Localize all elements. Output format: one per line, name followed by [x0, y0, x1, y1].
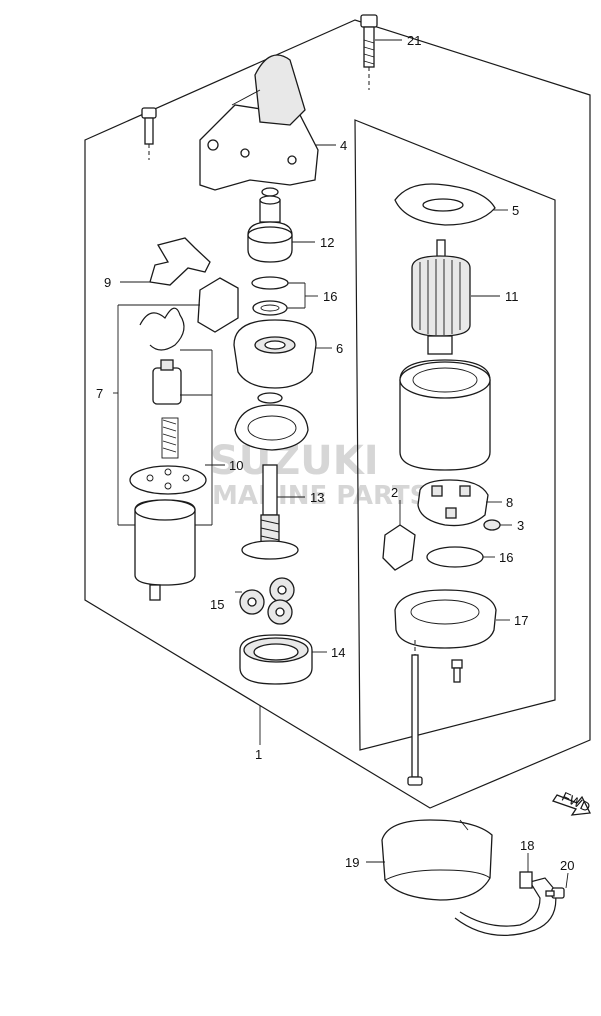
- bolt-20: [545, 887, 565, 899]
- callout-18: 18: [520, 838, 534, 853]
- callout-3: 3: [517, 518, 524, 533]
- internal-gear-14: [239, 634, 313, 685]
- brush-holder-8: [417, 479, 489, 527]
- watermark-subtitle: MARINE PARTS: [212, 481, 428, 511]
- callout-16-upper: 16: [323, 289, 337, 304]
- callout-13: 13: [310, 490, 324, 505]
- pinion-12: [247, 187, 293, 263]
- armature-11: [411, 239, 471, 355]
- solenoid-group-7: [129, 277, 239, 601]
- callout-6: 6: [336, 341, 343, 356]
- callout-2: 2: [391, 485, 398, 500]
- leader-lines: [113, 39, 569, 889]
- callout-8: 8: [506, 495, 513, 510]
- callout-21: 21: [407, 33, 421, 48]
- fwd-arrow: FWD: [551, 789, 593, 816]
- yoke: [399, 359, 491, 471]
- strap-18: [454, 871, 557, 936]
- drive-housing-4: [199, 54, 319, 191]
- callout-labels: 21 4 5 12 9 16 11 6 7 10 2 13 8 3 16 15 …: [96, 33, 574, 873]
- bolt-21: [360, 14, 378, 90]
- gear-case-6: [233, 319, 317, 389]
- lever-9: [149, 237, 211, 286]
- callout-5: 5: [512, 203, 519, 218]
- cover-19: [381, 819, 493, 901]
- callout-4: 4: [340, 138, 347, 153]
- callout-1: 1: [255, 747, 262, 762]
- through-bolt: [407, 640, 423, 786]
- assembly-frame-outline: [84, 19, 591, 809]
- callout-20: 20: [560, 858, 574, 873]
- terminal-2: [382, 524, 416, 571]
- shaft-13: [241, 464, 299, 560]
- washer-16-lower: [426, 546, 484, 568]
- callout-9: 9: [104, 275, 111, 290]
- callout-16-lower: 16: [499, 550, 513, 565]
- callout-11: 11: [505, 289, 519, 304]
- callout-7: 7: [96, 386, 103, 401]
- callout-17: 17: [514, 613, 528, 628]
- callout-19: 19: [345, 855, 359, 870]
- planetary-gears-15: [239, 577, 295, 625]
- inner-frame-outline: [354, 119, 556, 751]
- rings-16-upper: [251, 276, 289, 316]
- callout-10: 10: [229, 458, 243, 473]
- plate-5: [394, 183, 496, 226]
- callout-15: 15: [210, 597, 224, 612]
- bolt-housing-left: [141, 107, 157, 160]
- plate-10: [234, 392, 309, 451]
- end-cover-17: [394, 589, 497, 683]
- callout-14: 14: [331, 645, 345, 660]
- callout-12: 12: [320, 235, 334, 250]
- clip-3: [483, 519, 501, 531]
